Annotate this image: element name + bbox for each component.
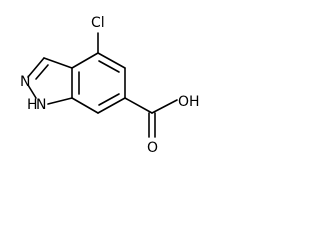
bond-c4-c5-double	[98, 60, 120, 73]
atom-label-oh: OH	[178, 94, 200, 110]
structure-drawing: Cl N N H OH O	[20, 15, 200, 156]
bond-c6-cooh	[124, 97, 153, 114]
bond-c3-n2	[27, 57, 45, 78]
atom-label-n1: N	[36, 97, 46, 113]
bond-n1-c7a	[47, 97, 73, 105]
atom-label-o: O	[147, 140, 158, 156]
atom-label-h: H	[27, 97, 38, 113]
bond-c6-c7-double	[98, 93, 120, 106]
bond-c6-c7	[97, 97, 126, 114]
bond-c4-c5	[97, 52, 126, 69]
bond-n2-n1	[27, 84, 37, 99]
bond-c3-n2-double	[35, 64, 49, 80]
atom-label-n2: N	[20, 74, 30, 90]
bond-c3a-c3	[43, 57, 73, 69]
bond-c-oh	[151, 99, 178, 114]
atom-label-cl: Cl	[91, 15, 105, 31]
bond-c7-c7a	[71, 97, 99, 114]
bond-c3a-c4	[71, 52, 99, 69]
